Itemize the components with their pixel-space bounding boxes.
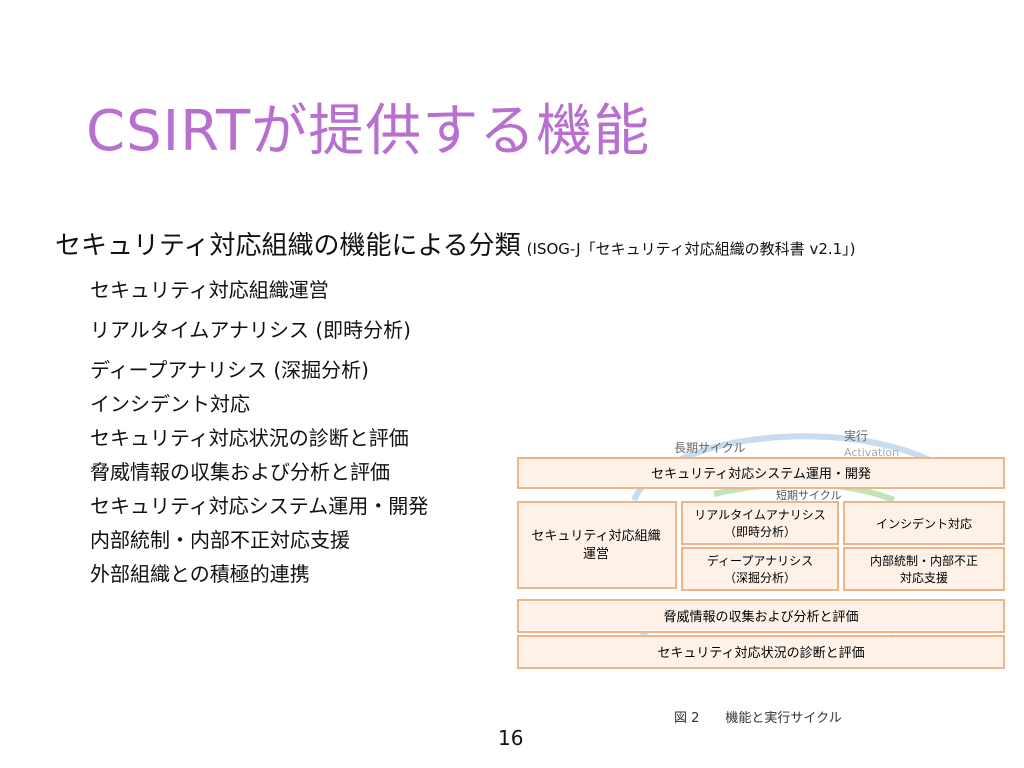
box-org-ops: [517, 501, 677, 589]
heading-text: セキュリティ対応組織の機能による分類: [55, 231, 521, 261]
cycle-figure: 長期サイクル 実行 Activation 短期サイクル セキュリティ対応システム…: [514, 422, 1008, 734]
page-number: 16: [498, 726, 524, 750]
function-item: セキュリティ対応システム運用・開発: [90, 494, 429, 518]
box-threat-label: 脅威情報の収集および分析と評価: [663, 609, 858, 625]
box-system-ops-label: セキュリティ対応システム運用・開発: [651, 467, 871, 482]
box-incident-label: インシデント対応: [876, 516, 972, 531]
function-item: インシデント対応: [90, 392, 250, 416]
classification-heading: セキュリティ対応組織の機能による分類 (ISOG-J「セキュリティ対応組織の教科書…: [55, 225, 856, 262]
function-item: リアルタイムアナリシス (即時分析): [90, 318, 411, 342]
box-deep: [681, 547, 839, 591]
box-realtime-label-2: （即時分析）: [724, 525, 796, 539]
function-item: 内部統制・内部不正対応支援: [90, 528, 350, 552]
box-internal-label-1: 内部統制・内部不正: [870, 553, 978, 568]
cycle-diagram: 長期サイクル 実行 Activation 短期サイクル セキュリティ対応システム…: [517, 428, 1005, 726]
short-cycle-label: 短期サイクル: [776, 488, 841, 502]
box-internal-label-2: 対応支援: [900, 571, 948, 585]
function-item: ディープアナリシス (深掘分析): [90, 358, 369, 382]
box-threat: [517, 599, 1005, 633]
function-item: セキュリティ対応組織運営: [90, 278, 329, 302]
function-item: 脅威情報の収集および分析と評価: [90, 460, 390, 484]
box-incident: [843, 501, 1005, 545]
box-deep-label-2: （深掘分析）: [724, 570, 796, 585]
box-diagnosis: [517, 635, 1005, 669]
source-citation: (ISOG-J「セキュリティ対応組織の教科書 v2.1」): [526, 240, 856, 258]
figure-caption: 図 2 機能と実行サイクル: [674, 710, 842, 726]
activation-jp-label: 実行: [844, 428, 868, 443]
box-deep-label-1: ディープアナリシス: [707, 553, 813, 568]
function-list: セキュリティ対応組織運営 リアルタイムアナリシス (即時分析) ディープアナリシ…: [90, 273, 428, 591]
box-diagnosis-label: セキュリティ対応状況の診断と評価: [657, 645, 864, 661]
box-org-ops-label-1: セキュリティ対応組織: [531, 529, 660, 544]
function-item: 外部組織との積極的連携: [90, 562, 310, 586]
box-system-ops: [517, 457, 1005, 489]
long-cycle-label: 長期サイクル: [674, 441, 745, 455]
box-org-ops-label-2: 運営: [583, 547, 609, 562]
box-realtime-label-1: リアルタイムアナリシス: [694, 508, 825, 522]
box-realtime: [681, 501, 839, 545]
activation-en-label: Activation: [844, 446, 899, 459]
box-internal: [843, 547, 1005, 591]
function-item: セキュリティ対応状況の診断と評価: [90, 426, 409, 450]
slide-title: CSIRTが提供する機能: [86, 99, 651, 164]
